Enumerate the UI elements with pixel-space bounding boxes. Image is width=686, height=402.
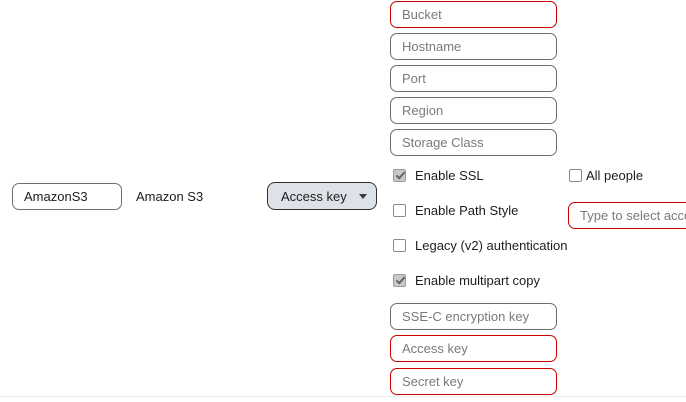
checkbox-row-enable-ssl[interactable]: Enable SSL: [393, 169, 484, 182]
secret-key-placeholder: Secret key: [402, 374, 464, 389]
access-key-input[interactable]: Access key: [390, 335, 557, 362]
account-select-placeholder: Type to select acco: [580, 208, 686, 223]
panel-bottom-divider: [0, 396, 686, 397]
secret-key-input[interactable]: Secret key: [390, 368, 557, 395]
account-select-input[interactable]: Type to select acco: [568, 202, 686, 229]
nickname-input[interactable]: AmazonS3: [12, 183, 122, 210]
checkbox-row-enable-path-style[interactable]: Enable Path Style: [393, 204, 518, 217]
checkbox-row-legacy-v2-auth[interactable]: Legacy (v2) authentication: [393, 239, 567, 252]
port-input-placeholder: Port: [402, 71, 426, 86]
all-people-checkbox[interactable]: [569, 169, 582, 182]
region-input-placeholder: Region: [402, 103, 444, 118]
auth-type-dropdown-value: Access key: [281, 188, 347, 204]
hostname-input[interactable]: Hostname: [390, 33, 557, 60]
protocol-label: Amazon S3: [136, 189, 204, 204]
auth-type-dropdown[interactable]: Access key: [267, 182, 377, 210]
enable-ssl-checkbox[interactable]: [393, 169, 406, 182]
enable-path-style-checkbox[interactable]: [393, 204, 406, 217]
storage-class-input[interactable]: Storage Class: [390, 129, 557, 156]
hostname-input-placeholder: Hostname: [402, 39, 462, 54]
checkbox-row-enable-multipart-copy[interactable]: Enable multipart copy: [393, 274, 540, 287]
nickname-input-value: AmazonS3: [24, 189, 88, 204]
enable-ssl-label: Enable SSL: [415, 168, 484, 183]
enable-path-style-label: Enable Path Style: [415, 203, 519, 218]
all-people-label: All people: [586, 168, 644, 183]
access-key-placeholder: Access key: [402, 341, 468, 356]
region-input[interactable]: Region: [390, 97, 557, 124]
bucket-input-placeholder: Bucket: [402, 7, 442, 22]
legacy-v2-auth-checkbox[interactable]: [393, 239, 406, 252]
chevron-down-icon: [359, 193, 367, 199]
enable-multipart-copy-label: Enable multipart copy: [415, 273, 541, 288]
legacy-v2-auth-label: Legacy (v2) authentication: [415, 238, 568, 253]
port-input[interactable]: Port: [390, 65, 557, 92]
sse-c-encryption-key-input[interactable]: SSE-C encryption key: [390, 303, 557, 330]
storage-class-input-placeholder: Storage Class: [402, 135, 484, 150]
bucket-input[interactable]: Bucket: [390, 1, 557, 28]
checkbox-row-all-people[interactable]: All people: [569, 169, 643, 182]
sse-c-encryption-key-placeholder: SSE-C encryption key: [402, 309, 530, 324]
enable-multipart-copy-checkbox[interactable]: [393, 274, 406, 287]
